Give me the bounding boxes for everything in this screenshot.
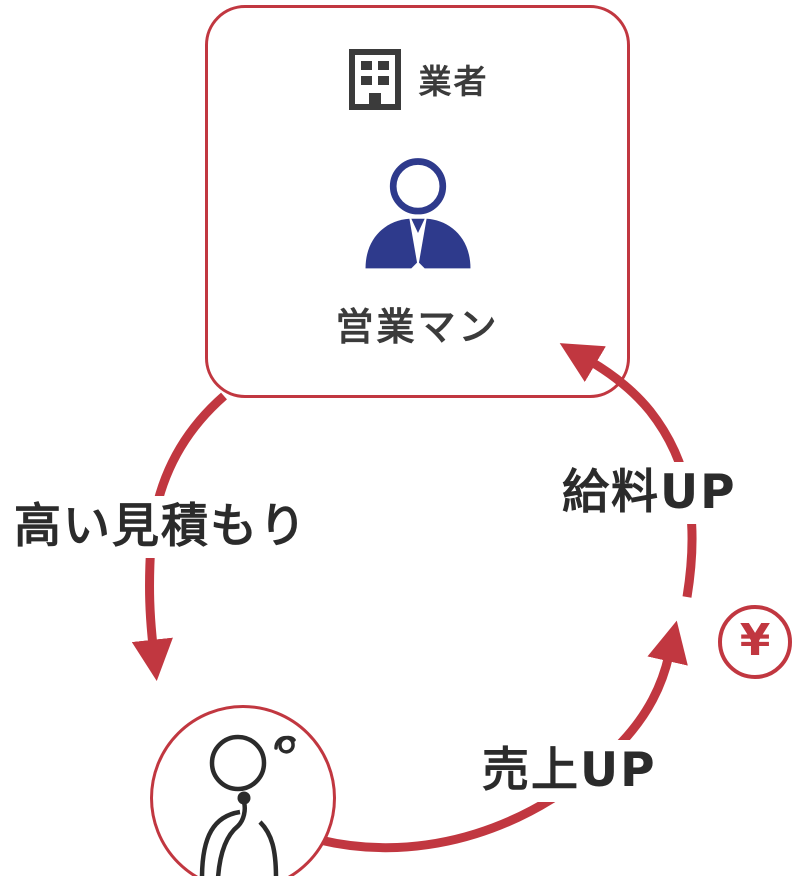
yen-icon: ¥ [718,605,792,679]
salesman-icon [365,158,470,269]
yen-symbol: ¥ [739,615,771,666]
customer-circle [150,705,336,876]
label-salary-up: 給料UP [552,462,747,525]
label-high-estimate: 高い見積もり [4,496,318,559]
vendor-box: 業者 営業マン [205,5,630,398]
company-label: 業者 [418,62,489,101]
company-row: 業者 [347,48,489,110]
arrow-salary-up-icon [559,343,697,598]
thinking-person-icon [199,734,296,876]
label-sales-up: 売上UP [472,740,667,803]
building-icon [348,49,401,110]
salesman-label: 営業マン [335,305,500,349]
